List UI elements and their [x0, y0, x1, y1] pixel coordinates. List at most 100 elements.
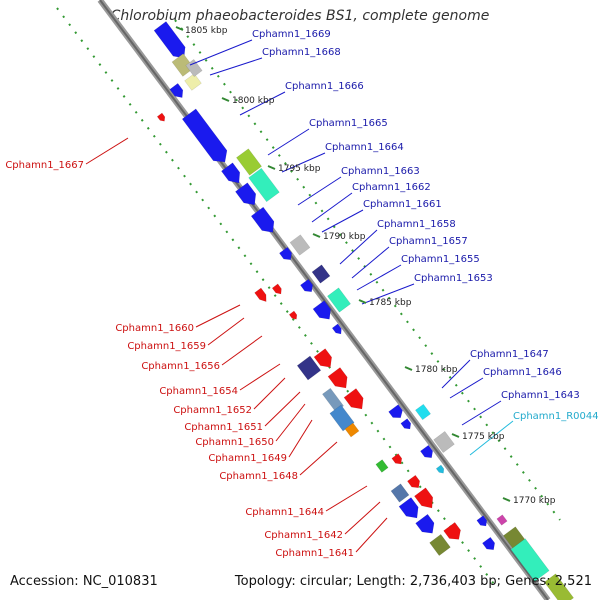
- topology-label: Topology: circular; Length: 2,736,403 bp…: [234, 574, 592, 589]
- gene-block-38: [429, 534, 451, 556]
- gene-label-left-12: Cphamn1_1641: [275, 548, 354, 559]
- gene-label-left-10: Cphamn1_1644: [245, 507, 324, 518]
- kbp-label-6: 1775 kbp: [462, 432, 505, 442]
- gene-label-left-1: Cphamn1_1660: [115, 323, 194, 334]
- gene-block-18: [313, 348, 332, 368]
- genome-title: Chlorobium phaeobacteroides BS1, complet…: [110, 8, 490, 24]
- gene-label-right-0: Cphamn1_1669: [252, 29, 331, 40]
- gene-label-right-10: Cphamn1_1655: [401, 254, 480, 265]
- gene-block-13: [300, 278, 313, 293]
- kbp-labels: 1805 kbp 1800 kbp 1795 kbp 1790 kbp 1785 kbp…: [175, 26, 556, 506]
- gene-block-9: [250, 206, 275, 233]
- gene-label-left-3: Cphamn1_1656: [141, 361, 220, 372]
- gene-block-15: [312, 300, 331, 320]
- leader-line-right-8: [339, 229, 378, 265]
- gene-block-34: [414, 487, 434, 509]
- gene-block-29: [435, 464, 445, 474]
- kbp-label-1: 1800 kbp: [232, 96, 275, 106]
- gene-labels: Cphamn1_1669Cphamn1_1668Cphamn1_1666Cpha…: [5, 29, 598, 559]
- leader-line-left-4: [239, 363, 281, 391]
- gene-label-right-13: Cphamn1_1646: [483, 367, 562, 378]
- leader-line-right-11: [361, 283, 415, 305]
- leader-line-right-6: [311, 192, 353, 223]
- gene-label-right-12: Cphamn1_1647: [470, 349, 549, 360]
- gene-label-left-9: Cphamn1_1648: [219, 471, 298, 482]
- leader-line-right-2: [239, 91, 286, 116]
- kbp-label-4: 1785 kbp: [369, 298, 412, 308]
- gene-block-45: [185, 59, 203, 77]
- leader-line-right-0: [189, 39, 253, 66]
- kbp-tick-3: [312, 233, 321, 238]
- gene-block-43: [510, 538, 550, 582]
- kbp-label-2: 1795 kbp: [278, 164, 321, 174]
- kbp-tick-2: [267, 165, 276, 170]
- leader-line-left-5: [253, 377, 286, 410]
- gene-block-27: [433, 431, 455, 453]
- gene-label-rna: Cphamn1_R0044: [513, 411, 599, 422]
- leader-line-left-0: [85, 137, 129, 165]
- kbp-tick-4: [358, 299, 367, 304]
- outer-dotted-guide: [56, 7, 498, 589]
- gene-block-47: [271, 283, 282, 295]
- leader-line-left-1: [195, 304, 241, 328]
- kbp-label-3: 1790 kbp: [323, 232, 366, 242]
- gene-block-24: [388, 404, 403, 419]
- leader-line-left-8: [288, 419, 313, 458]
- leader-line-right-7: [321, 209, 364, 233]
- leader-line-right-12: [441, 359, 471, 389]
- leader-line-right-3: [267, 128, 310, 156]
- gene-block-3: [169, 83, 184, 98]
- gene-label-right-5: Cphamn1_1663: [341, 166, 420, 177]
- leader-line-left-12: [355, 517, 388, 553]
- kbp-tick-5: [404, 366, 413, 371]
- gene-label-left-0: Cphamn1_1667: [5, 160, 84, 171]
- leader-line-left-3: [221, 335, 263, 366]
- gene-block-19: [327, 367, 348, 389]
- kbp-label-5: 1780 kbp: [415, 365, 458, 375]
- gene-block-8: [235, 182, 257, 206]
- leader-line-left-7: [275, 403, 306, 442]
- gene-block-28: [420, 444, 433, 459]
- gene-block-6: [248, 167, 280, 203]
- gene-block-48: [156, 112, 166, 122]
- gene-block-17: [296, 355, 322, 381]
- gene-block-37: [443, 522, 461, 540]
- gene-block-0: [153, 21, 186, 59]
- gene-label-left-8: Cphamn1_1649: [208, 453, 287, 464]
- gene-block-20: [343, 388, 364, 410]
- genome-backbone-core: [99, 0, 549, 600]
- gene-label-right-7: Cphamn1_1661: [363, 199, 442, 210]
- gene-block-36: [415, 513, 435, 534]
- gene-block-25: [400, 418, 412, 430]
- gene-block-32: [407, 474, 420, 489]
- gene-block-7: [221, 162, 241, 184]
- gene-block-49: [288, 310, 298, 320]
- gene-block-31: [391, 453, 403, 465]
- gene-block-33: [390, 483, 410, 503]
- kbp-tick-0: [175, 26, 184, 31]
- kbp-tick-6: [451, 433, 460, 438]
- gene-block-14: [327, 287, 351, 313]
- kbp-tick-7: [502, 497, 511, 502]
- gene-block-22: [329, 404, 355, 432]
- leader-line-right-13: [449, 377, 484, 399]
- gene-block-26: [415, 403, 431, 421]
- leader-line-right-4: [281, 152, 326, 173]
- gene-block-44: [544, 573, 574, 600]
- gene-label-right-8: Cphamn1_1658: [377, 219, 456, 230]
- gene-block-40: [476, 515, 488, 527]
- gene-label-right-1: Cphamn1_1668: [262, 47, 341, 58]
- kbp-label-0: 1805 kbp: [185, 26, 228, 36]
- gene-label-right-6: Cphamn1_1662: [352, 182, 431, 193]
- kbp-tick-1: [221, 97, 230, 102]
- gene-block-11: [279, 246, 292, 261]
- leader-line-left-11: [344, 501, 381, 535]
- gene-block-30: [375, 459, 389, 473]
- leader-line-left-6: [264, 391, 301, 427]
- gene-label-left-4: Cphamn1_1654: [159, 386, 238, 397]
- gene-block-39: [496, 514, 508, 526]
- gene-label-left-6: Cphamn1_1651: [184, 422, 263, 433]
- leader-line-right-1: [209, 57, 263, 76]
